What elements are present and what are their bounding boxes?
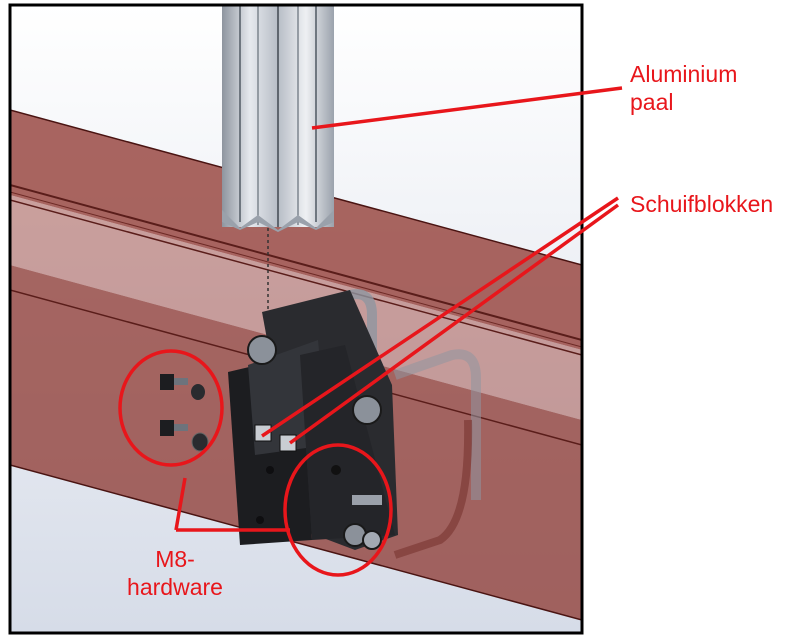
callout-lines (174, 86, 623, 532)
m8-circle-left (118, 349, 224, 467)
m8-circle-right (283, 443, 393, 577)
viewport-border (8, 3, 584, 635)
mounting-bracket (228, 290, 398, 550)
label-m8-hardware: M8- hardware (127, 546, 223, 600)
aluminium-post (222, 5, 334, 330)
callout-line-post (311, 86, 623, 130)
callout-line-m8-left (174, 477, 187, 531)
loose-m8-hardware (160, 374, 209, 452)
label-slide-blocks: Schuifblokken (630, 191, 774, 217)
callout-line-slide-block-1 (261, 196, 619, 438)
label-aluminium-post: Aluminium paal (630, 61, 738, 115)
callout-line-slide-block-2 (288, 203, 620, 445)
